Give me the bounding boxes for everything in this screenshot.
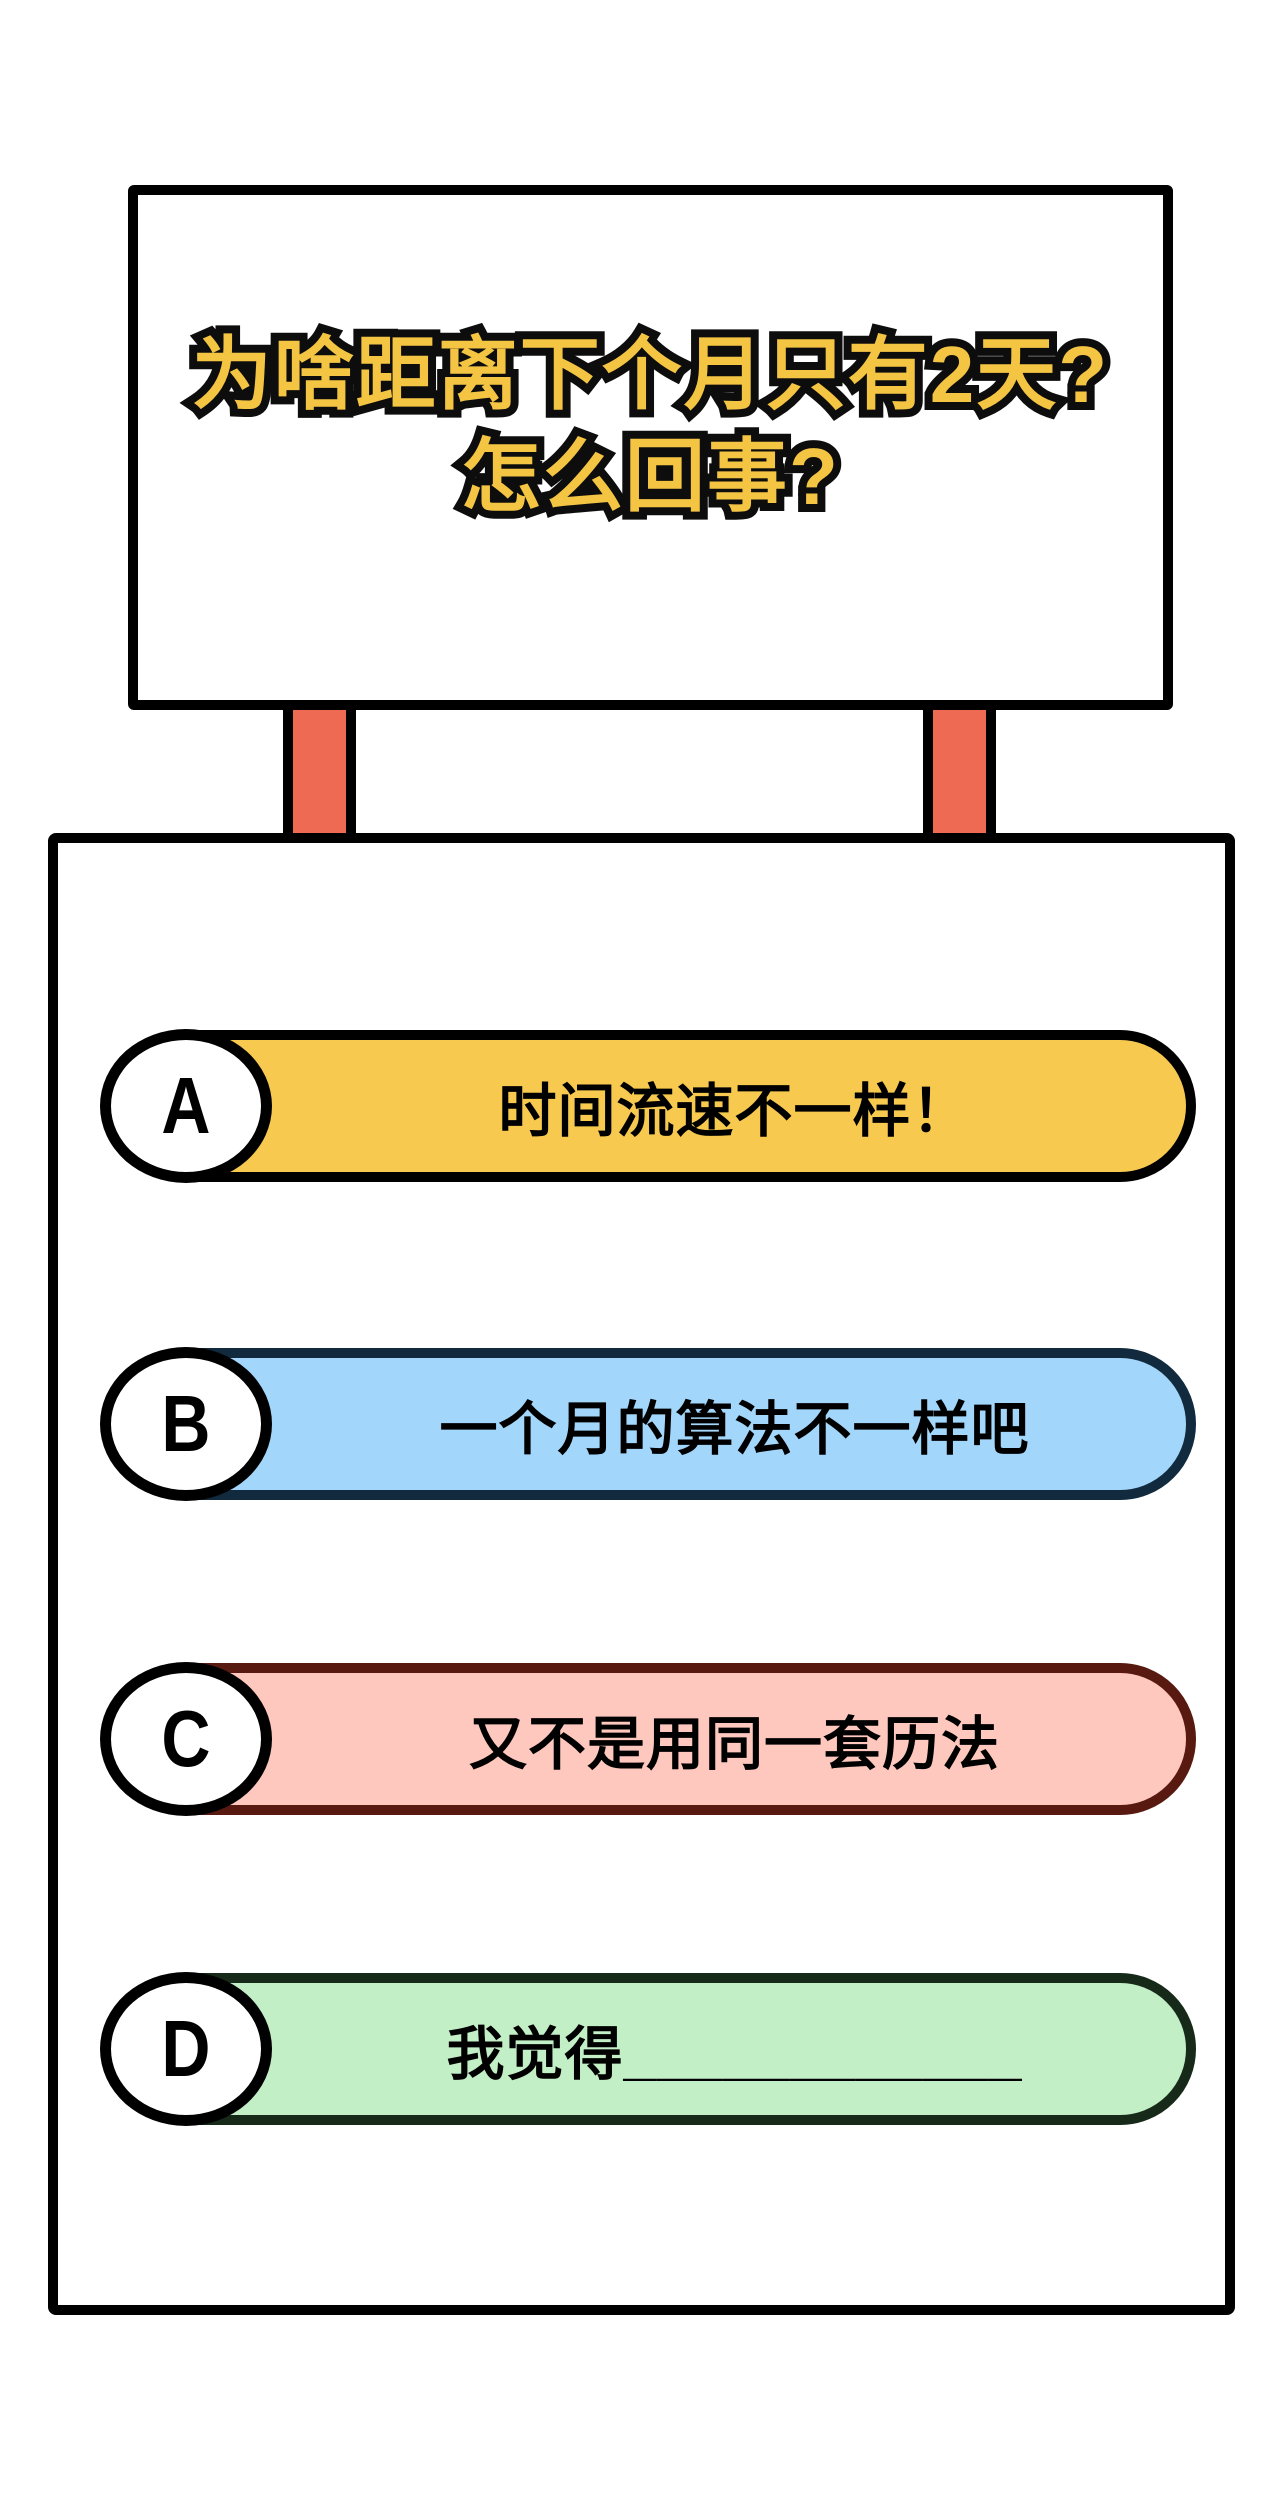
sign-post-left xyxy=(283,703,356,843)
option-d-letter: D xyxy=(161,2004,211,2093)
sign-post-right xyxy=(923,703,996,843)
option-a-letter: A xyxy=(161,1061,211,1150)
option-a-button[interactable]: A 时间流速不一样！ xyxy=(100,1029,1196,1183)
option-c-label: 又不是用同一套历法 xyxy=(468,1712,1000,1777)
option-d-letter-badge: D xyxy=(100,1972,272,2126)
question-title: 为啥距离下个月只有2天? 为啥距离下个月只有2天? 怎么回事? 怎么回事? xyxy=(184,322,1115,529)
option-b-button[interactable]: B 一个月的算法不一样吧 xyxy=(100,1347,1196,1501)
option-d-label: 我觉得____________ xyxy=(446,2022,1023,2087)
question-title-line2-text: 怎么回事? xyxy=(461,431,840,521)
option-a-label: 时间流速不一样！ xyxy=(498,1079,971,1144)
option-d-button[interactable]: D 我觉得____________ xyxy=(100,1972,1196,2126)
option-c-letter-badge: C xyxy=(100,1662,272,1816)
question-title-line1-outline: 为啥距离下个月只有2天? xyxy=(184,322,1115,427)
option-b-label: 一个月的算法不一样吧 xyxy=(439,1397,1030,1462)
question-title-line1-text: 为啥距离下个月只有2天? xyxy=(191,329,1110,419)
option-c-button[interactable]: C 又不是用同一套历法 xyxy=(100,1662,1196,1816)
option-b-letter-badge: B xyxy=(100,1347,272,1501)
option-b-letter: B xyxy=(161,1379,211,1468)
option-c-letter: C xyxy=(161,1694,211,1783)
question-title-line1: 为啥距离下个月只有2天? 为啥距离下个月只有2天? xyxy=(184,322,1115,427)
question-title-line2-outline: 怎么回事? xyxy=(453,424,846,529)
question-sign-board: 为啥距离下个月只有2天? 为啥距离下个月只有2天? 怎么回事? 怎么回事? xyxy=(128,185,1173,710)
option-a-letter-badge: A xyxy=(100,1029,272,1183)
question-title-line2: 怎么回事? 怎么回事? xyxy=(192,424,1109,529)
